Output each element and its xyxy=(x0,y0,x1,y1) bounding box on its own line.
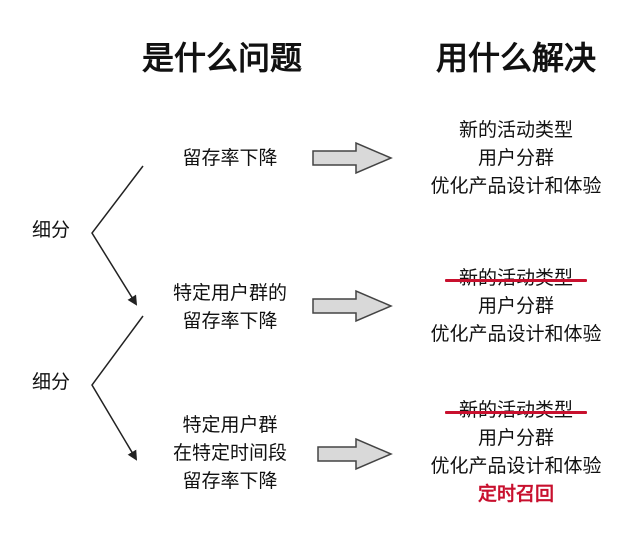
block-arrow-3 xyxy=(317,437,393,471)
solution-item-highlight: 定时召回 xyxy=(477,483,554,505)
block-arrow-2 xyxy=(312,289,393,323)
problem-line: 特定用户群的 xyxy=(172,282,287,304)
block-arrow-1 xyxy=(312,141,393,175)
solution-item: 优化产品设计和体验 xyxy=(430,323,602,345)
solution-item: 用户分群 xyxy=(477,427,554,449)
problem-block-1: 留存率下降 xyxy=(130,144,330,172)
solution-item: 用户分群 xyxy=(477,147,554,169)
problem-line: 留存率下降 xyxy=(182,310,278,332)
solution-column-header: 用什么解决 xyxy=(435,39,596,77)
split-connector-1 xyxy=(91,165,144,306)
problem-block-3: 特定用户群 在特定时间段 留存率下降 xyxy=(130,411,330,495)
solution-item: 新的活动类型 xyxy=(458,119,573,141)
split-connector-2 xyxy=(91,315,144,461)
solution-item-struck: 新的活动类型 xyxy=(406,396,626,424)
problem-line: 在特定时间段 xyxy=(172,442,287,464)
solution-block-1: 新的活动类型 用户分群 优化产品设计和体验 xyxy=(406,116,626,200)
split-label-2: 细分 xyxy=(32,371,71,393)
problem-line: 留存率下降 xyxy=(182,470,278,492)
problem-column-header: 是什么问题 xyxy=(141,39,302,77)
solution-block-2: 新的活动类型 用户分群 优化产品设计和体验 xyxy=(406,264,626,348)
solution-item: 优化产品设计和体验 xyxy=(430,175,602,197)
solution-item: 优化产品设计和体验 xyxy=(430,455,602,477)
solution-item: 用户分群 xyxy=(477,295,554,317)
problem-line: 特定用户群 xyxy=(182,414,278,436)
problem-block-2: 特定用户群的 留存率下降 xyxy=(130,279,330,335)
solution-block-3: 新的活动类型 用户分群 优化产品设计和体验 定时召回 xyxy=(406,396,626,508)
solution-item-struck: 新的活动类型 xyxy=(406,264,626,292)
split-label-1: 细分 xyxy=(32,219,71,241)
problem-line: 留存率下降 xyxy=(182,147,278,169)
